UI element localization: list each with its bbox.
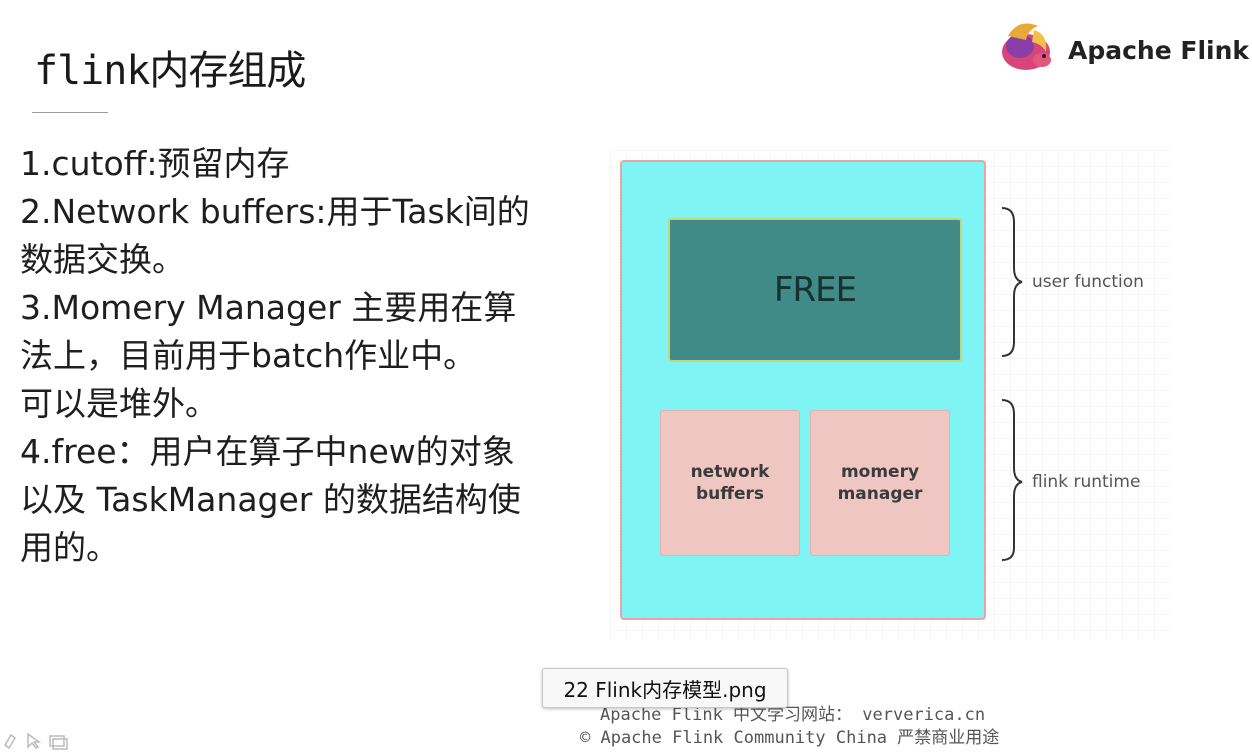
bullet-list: 1.cutoff:预留内存 2.Network buffers:用于Task间的…: [20, 140, 590, 572]
pointer-icon[interactable]: [27, 732, 42, 749]
player-toolbar: [4, 732, 68, 750]
network-buffers-label: buffers: [695, 484, 765, 504]
network-buffers-label: network: [690, 462, 770, 482]
bullet-line: 2.Network buffers:用于Task间的: [20, 192, 530, 231]
bullet-line: 以及 TaskManager 的数据结构使: [20, 480, 521, 519]
bullet-line: 1.cutoff:预留内存: [20, 144, 290, 183]
free-label: FREE: [773, 270, 857, 310]
free-memory-box: FREE: [668, 218, 962, 362]
user-function-brace: [1001, 207, 1023, 357]
bullet-line: 3.Momery Manager 主要用在算: [20, 288, 517, 327]
bullet-line: 用的。: [20, 528, 119, 567]
bullet-line: 4.free：用户在算子中new的对象: [20, 432, 515, 471]
title-underline: [32, 112, 108, 113]
footer-copyright: © Apache Flink Community China 严禁商业用途: [580, 728, 1000, 748]
footer-website: Apache Flink 中文学习网站： ververica.cn: [600, 705, 986, 725]
memory-outer-box: FREE network buffers momery manager: [620, 160, 986, 620]
slide-title: flink内存组成: [34, 48, 306, 94]
memory-manager-label: manager: [837, 484, 923, 504]
squirrel-logo-icon: [1002, 23, 1051, 70]
memory-manager-label: momery: [840, 462, 920, 482]
network-buffers-box: network buffers: [660, 410, 800, 556]
bullet-line: 数据交换。: [20, 240, 185, 279]
bullet-line: 可以是堆外。: [20, 384, 218, 423]
bullet-line: 法上，目前用于batch作业中。: [20, 336, 477, 375]
memory-model-diagram: FREE network buffers momery manager user…: [610, 150, 1170, 640]
user-function-label: user function: [1032, 272, 1144, 292]
memory-manager-box: momery manager: [810, 410, 950, 556]
slides-icon[interactable]: [49, 735, 68, 750]
logo-text: Apache Flink: [1068, 36, 1250, 65]
flink-runtime-label: flink runtime: [1032, 472, 1141, 492]
pen-icon[interactable]: [4, 733, 16, 750]
flink-runtime-brace: [1001, 399, 1023, 561]
filename-tooltip: 22 Flink内存模型.png: [542, 668, 788, 708]
